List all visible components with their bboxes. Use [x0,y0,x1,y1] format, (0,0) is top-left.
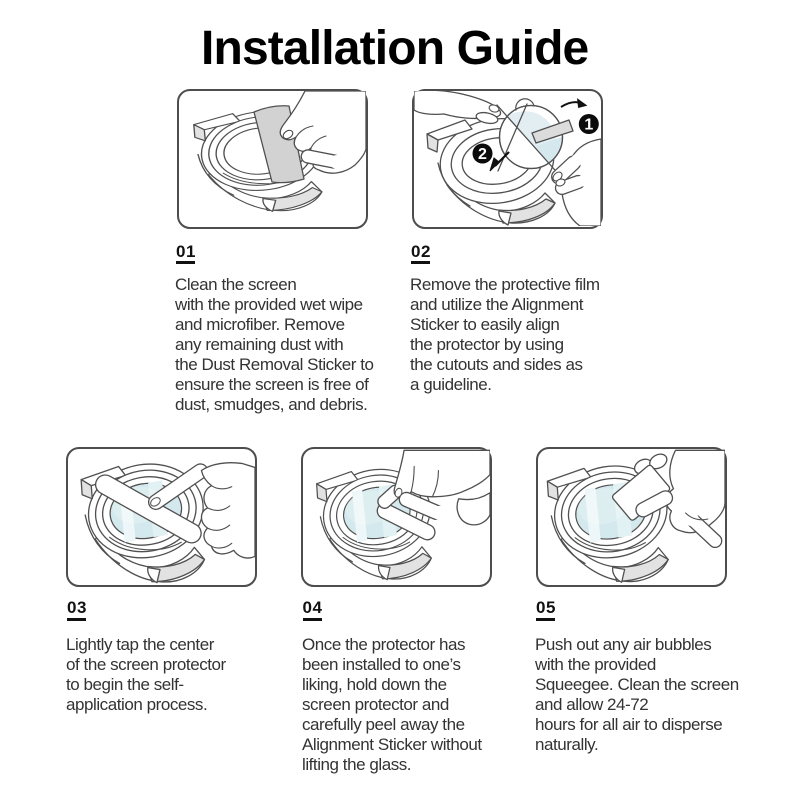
svg-text:2: 2 [478,146,487,163]
svg-text:1: 1 [584,117,593,134]
